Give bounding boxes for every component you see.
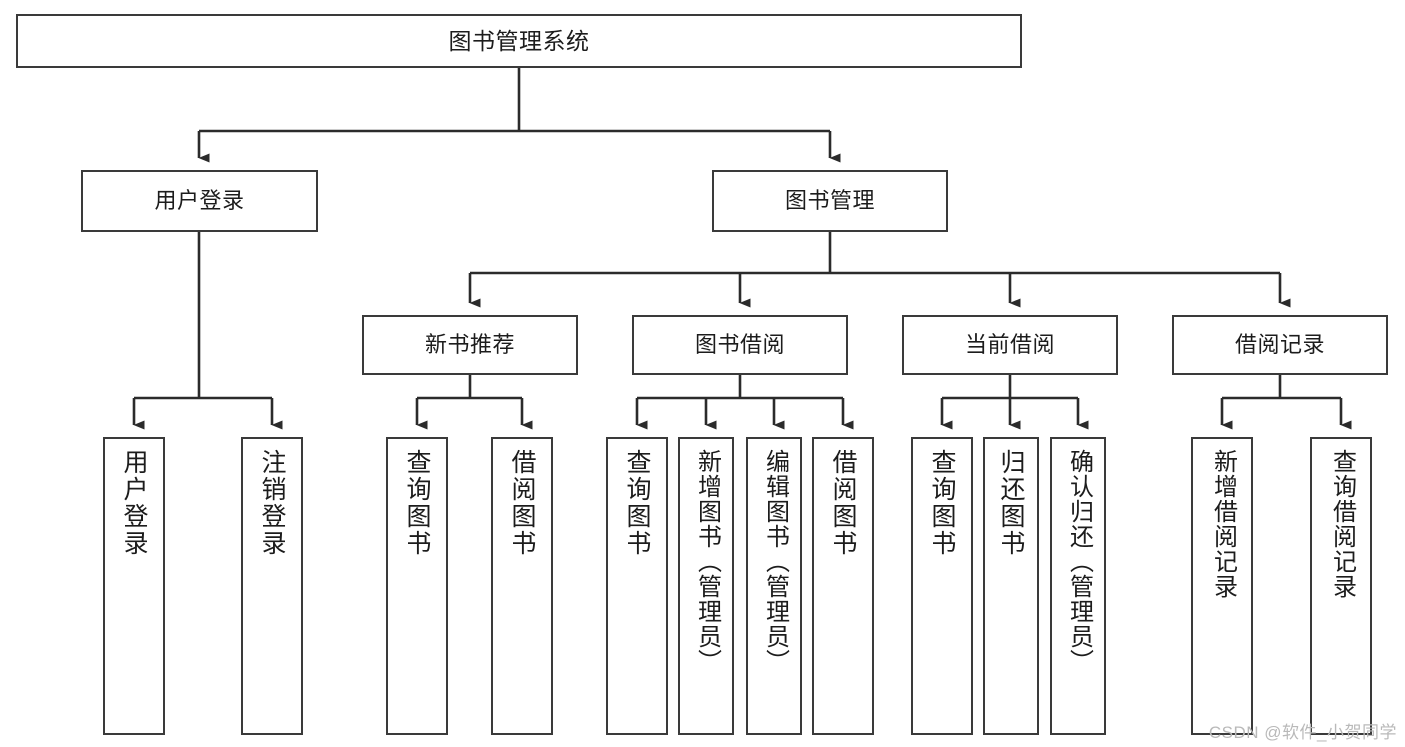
node-user-login[interactable]: 用户登录 bbox=[81, 170, 318, 232]
leaf-current-borrow-return-label: 归还图书 bbox=[997, 449, 1025, 557]
leaf-user-login-logout-label: 注销登录 bbox=[258, 449, 286, 557]
leaf-book-borrow-edit-label: 编辑图书（管理员） bbox=[761, 449, 789, 674]
leaf-current-borrow-query[interactable]: 查询图书 bbox=[911, 437, 973, 735]
leaf-new-book-borrow[interactable]: 借阅图书 bbox=[491, 437, 553, 735]
leaf-new-book-query-label: 查询图书 bbox=[403, 449, 431, 557]
node-book-borrow[interactable]: 图书借阅 bbox=[632, 315, 848, 375]
node-new-book-recommend-label: 新书推荐 bbox=[424, 332, 515, 358]
leaf-borrow-record-add[interactable]: 新增借阅记录 bbox=[1191, 437, 1253, 735]
node-user-login-label: 用户登录 bbox=[154, 188, 245, 214]
leaf-book-borrow-edit[interactable]: 编辑图书（管理员） bbox=[746, 437, 802, 735]
leaf-borrow-record-query[interactable]: 查询借阅记录 bbox=[1310, 437, 1372, 735]
node-new-book-recommend[interactable]: 新书推荐 bbox=[362, 315, 578, 375]
node-book-borrow-label: 图书借阅 bbox=[694, 332, 785, 358]
leaf-book-borrow-borrow[interactable]: 借阅图书 bbox=[812, 437, 874, 735]
leaf-new-book-borrow-label: 借阅图书 bbox=[508, 449, 536, 557]
node-borrow-record[interactable]: 借阅记录 bbox=[1172, 315, 1388, 375]
leaf-new-book-query[interactable]: 查询图书 bbox=[386, 437, 448, 735]
leaf-borrow-record-add-label: 新增借阅记录 bbox=[1209, 449, 1237, 599]
leaf-borrow-record-query-label: 查询借阅记录 bbox=[1328, 449, 1356, 599]
leaf-current-borrow-confirm-label: 确认归还（管理员） bbox=[1065, 449, 1093, 674]
node-current-borrow-label: 当前借阅 bbox=[964, 332, 1055, 358]
node-current-borrow[interactable]: 当前借阅 bbox=[902, 315, 1118, 375]
leaf-current-borrow-query-label: 查询图书 bbox=[928, 449, 956, 557]
leaf-user-login-logout[interactable]: 注销登录 bbox=[241, 437, 303, 735]
leaf-book-borrow-add[interactable]: 新增图书（管理员） bbox=[678, 437, 734, 735]
leaf-book-borrow-borrow-label: 借阅图书 bbox=[829, 449, 857, 557]
node-root-system[interactable]: 图书管理系统 bbox=[16, 14, 1022, 68]
leaf-user-login-login-label: 用户登录 bbox=[120, 449, 148, 557]
node-root-system-label: 图书管理系统 bbox=[448, 27, 590, 54]
leaf-book-borrow-query-label: 查询图书 bbox=[623, 449, 651, 557]
leaf-current-borrow-return[interactable]: 归还图书 bbox=[983, 437, 1039, 735]
node-book-management[interactable]: 图书管理 bbox=[712, 170, 948, 232]
node-borrow-record-label: 借阅记录 bbox=[1234, 332, 1325, 358]
leaf-current-borrow-confirm[interactable]: 确认归还（管理员） bbox=[1050, 437, 1106, 735]
node-book-management-label: 图书管理 bbox=[784, 188, 875, 214]
leaf-book-borrow-query[interactable]: 查询图书 bbox=[606, 437, 668, 735]
leaf-book-borrow-add-label: 新增图书（管理员） bbox=[693, 449, 721, 674]
leaf-user-login-login[interactable]: 用户登录 bbox=[103, 437, 165, 735]
